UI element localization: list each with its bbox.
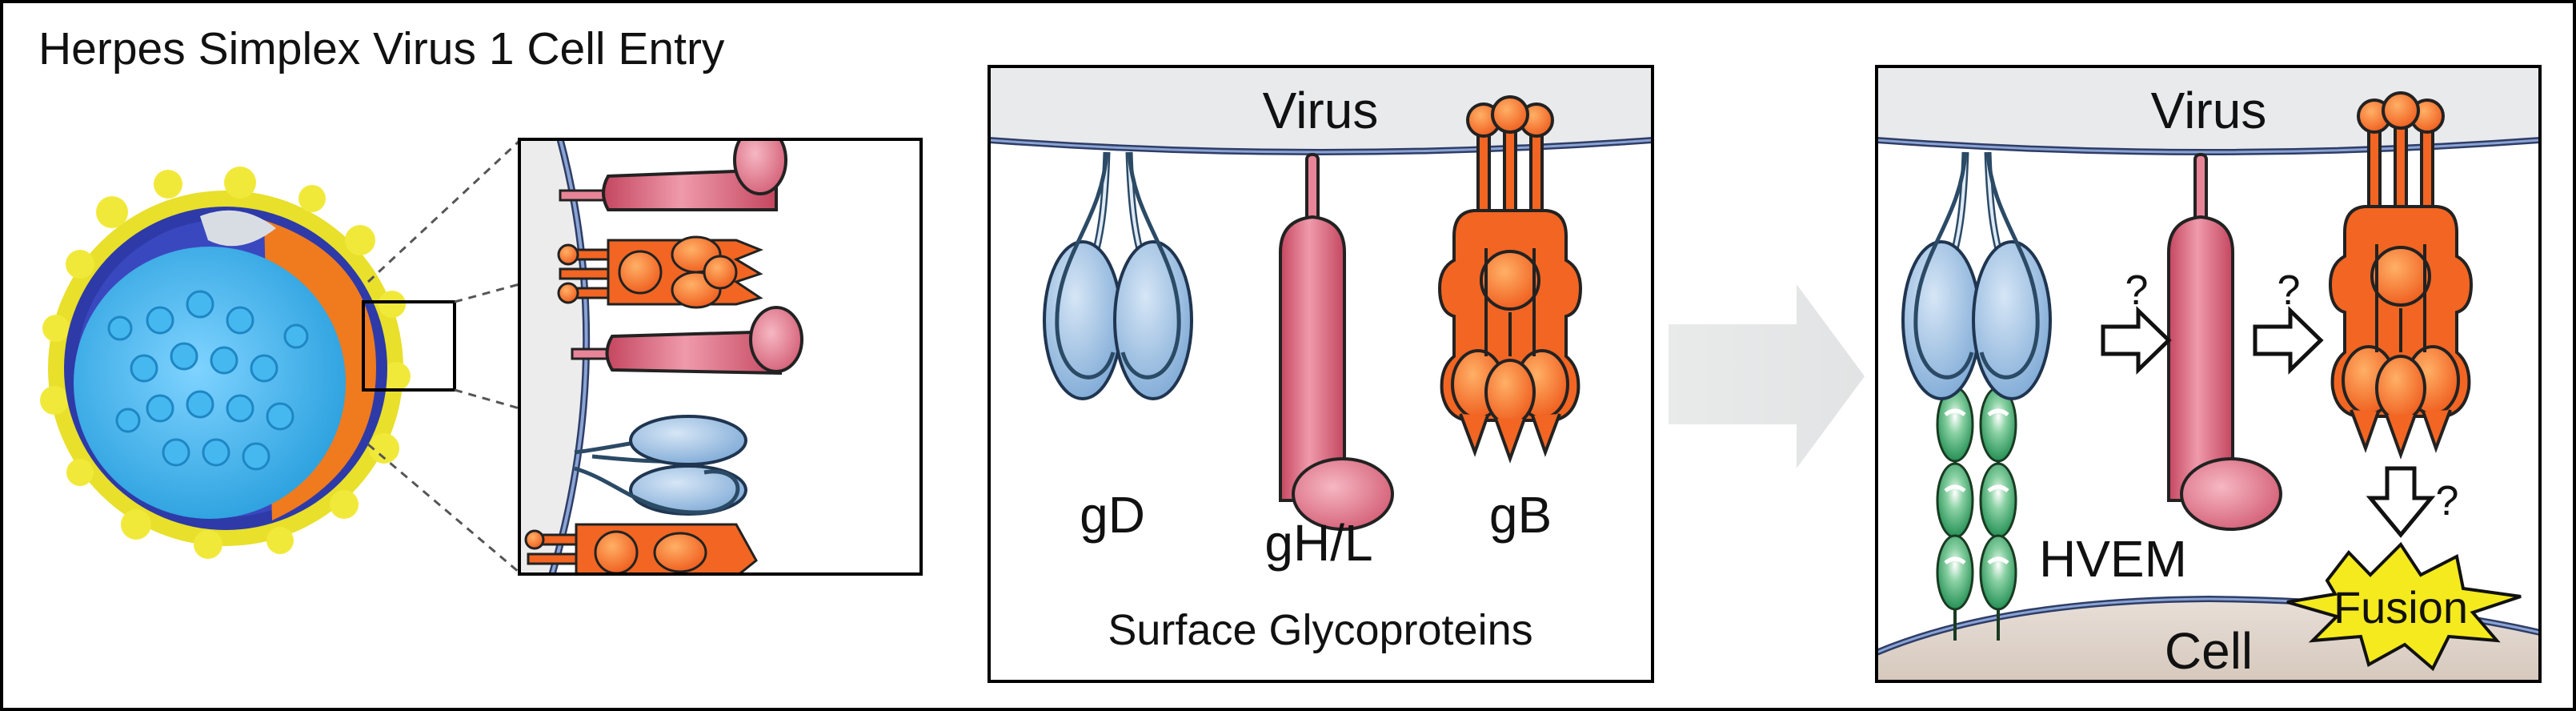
zoom-ghl-top	[559, 139, 787, 211]
zoom-gb-bottom	[524, 523, 758, 574]
zoom-region-box	[362, 300, 456, 392]
question-mark-3: ?	[2436, 478, 2459, 524]
hvem-receptor	[1937, 311, 2016, 641]
zoom-ghl-bottom	[571, 306, 803, 376]
arrow-gb-to-fusion	[2366, 466, 2436, 538]
zoom-gd	[574, 415, 747, 516]
ghl-label: gH/L	[1264, 514, 1372, 572]
virus-label: Virus	[1263, 82, 1379, 139]
virus-label-2: Virus	[2151, 82, 2267, 139]
arrow-ghl-to-gb	[2253, 306, 2324, 375]
gd-label: gD	[1080, 486, 1145, 544]
panel-surface-glycoproteins: Virus gD gH/L gB Surface Glycoproteins	[988, 65, 1654, 683]
virion-capsid	[74, 247, 346, 519]
figure-title: Herpes Simplex Virus 1 Cell Entry	[38, 23, 725, 74]
question-mark-2: ?	[2278, 267, 2301, 314]
zoom-inset	[518, 138, 923, 576]
panel-caption: Surface Glycoproteins	[1108, 606, 1532, 654]
hvem-label: HVEM	[2039, 530, 2187, 588]
gb-label: gB	[1489, 486, 1552, 544]
panel-entry-mechanism: Virus ? ? ? HVEM Cell Fusion	[1875, 65, 2542, 683]
zoom-lines	[367, 139, 521, 574]
fusion-starburst	[2286, 541, 2522, 672]
cell-label: Cell	[2165, 622, 2253, 680]
fusion-label: Fusion	[2334, 582, 2468, 633]
question-mark-1: ?	[2125, 267, 2149, 314]
arrow-gd-to-ghl	[2101, 306, 2172, 375]
virion-cross-section	[40, 167, 456, 559]
zoom-gb	[557, 235, 764, 309]
transition-arrow	[1669, 284, 1865, 468]
